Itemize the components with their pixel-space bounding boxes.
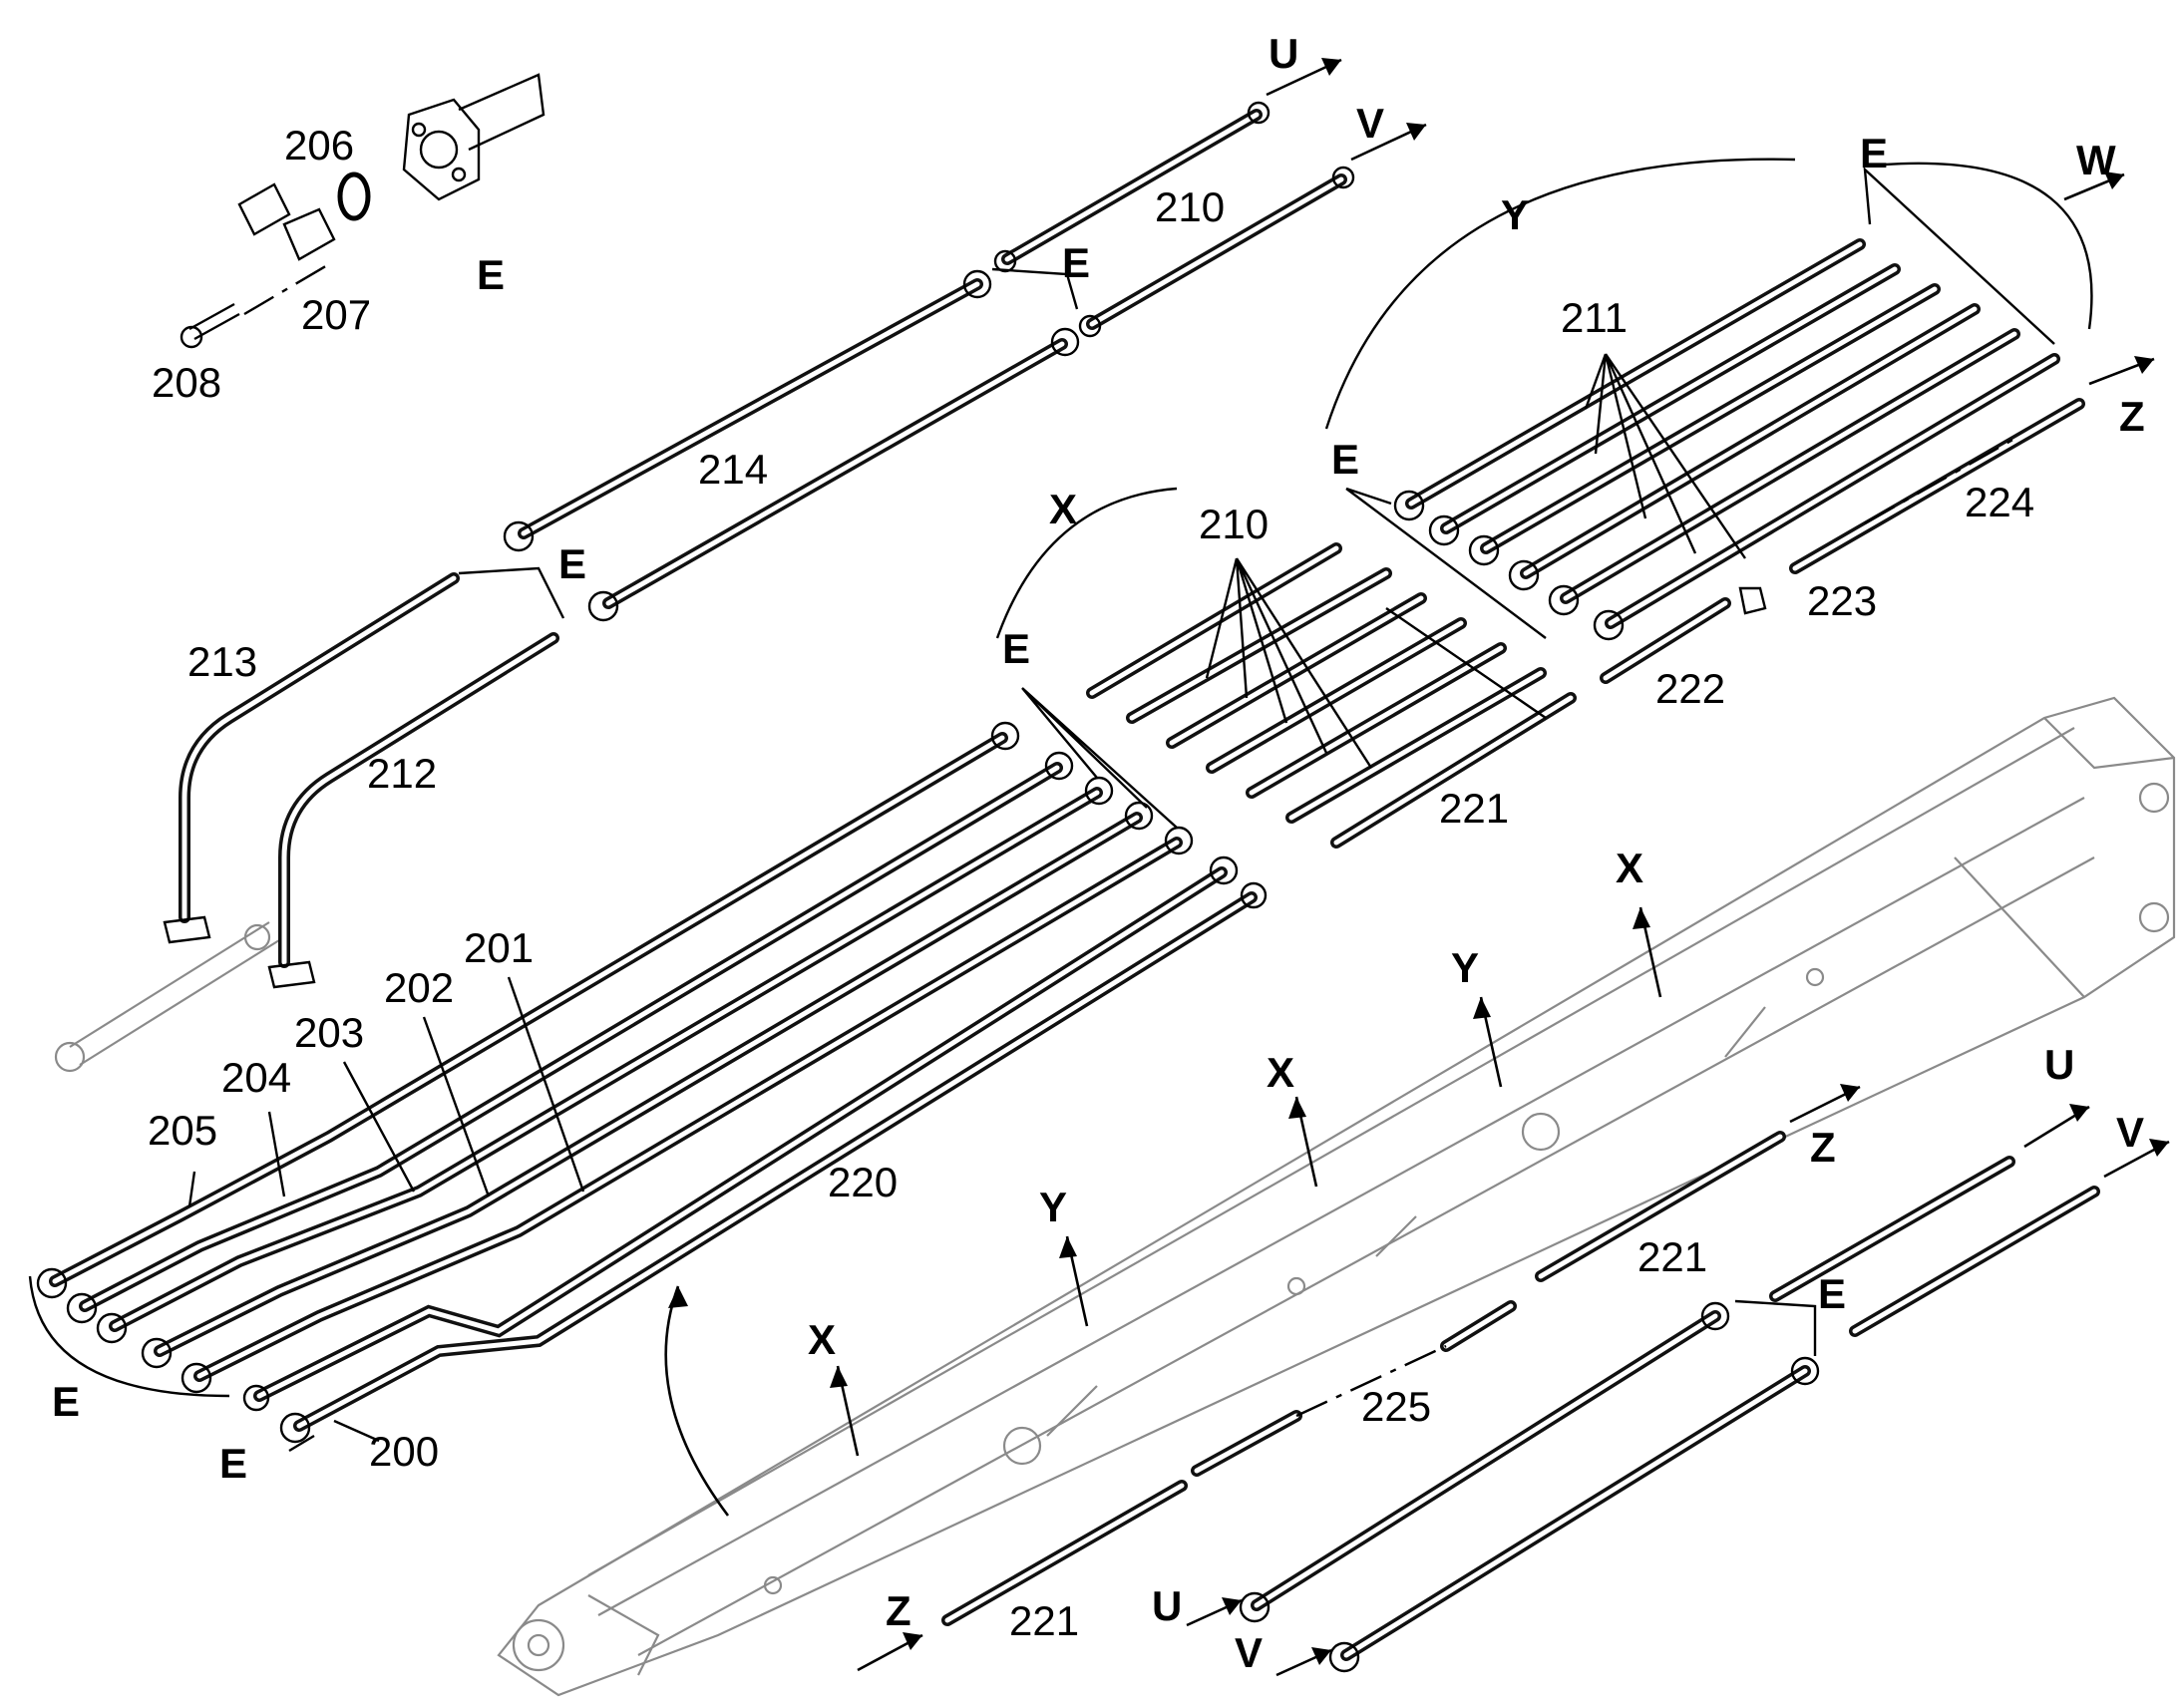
label-208: 208 [152, 359, 221, 406]
pipe-bundle-200-205 [28, 721, 1268, 1444]
label-U-2: U [2044, 1041, 2074, 1088]
label-E-2: E [1062, 239, 1090, 286]
label-207: 207 [301, 291, 371, 338]
label-Y-3: Y [1039, 1184, 1067, 1230]
pipe-213-212 [163, 566, 565, 989]
pipe-group-210-middle [995, 487, 1577, 849]
label-202: 202 [384, 964, 454, 1011]
pipe-group-lower [857, 1084, 2170, 1677]
label-213: 213 [187, 638, 257, 685]
label-221-right: 221 [1637, 1233, 1707, 1280]
label-X-2: X [1616, 845, 1643, 891]
label-205: 205 [148, 1107, 217, 1154]
hydraulic-cylinder [54, 921, 280, 1073]
label-X-4: X [808, 1316, 836, 1363]
label-222: 222 [1655, 665, 1725, 712]
label-212: 212 [367, 750, 437, 797]
label-E-3: E [558, 540, 586, 587]
label-204: 204 [221, 1054, 291, 1101]
label-E-8: E [219, 1440, 247, 1487]
position-arrows [664, 906, 1662, 1517]
label-211: 211 [1561, 294, 1628, 341]
label-Z-3: Z [886, 1587, 911, 1634]
pipe-group-211-y [1324, 158, 2155, 684]
label-206: 206 [284, 122, 354, 169]
label-Z-2: Z [1810, 1124, 1836, 1171]
label-221-mid: 221 [1439, 785, 1509, 832]
label-E-9: E [1818, 1270, 1846, 1317]
label-E-5: E [1331, 436, 1359, 483]
label-Z-1: Z [2119, 393, 2145, 440]
label-E-1: E [477, 251, 505, 298]
pipe-210-top [991, 58, 1427, 338]
label-E-6: E [1860, 130, 1888, 176]
bundle-leaders [187, 687, 1178, 1453]
label-210-top: 210 [1155, 183, 1225, 230]
label-201: 201 [464, 924, 534, 971]
label-221-bottom: 221 [1009, 1597, 1079, 1644]
boom-arm [497, 696, 2176, 1697]
flange-fitting-detail [180, 73, 545, 349]
label-U-3: U [1152, 1582, 1182, 1629]
label-X-3: X [1267, 1049, 1294, 1096]
label-W-1: W [2076, 137, 2116, 183]
label-V-1: V [1356, 100, 1384, 147]
label-E-4: E [1002, 625, 1030, 672]
label-X-1: X [1049, 486, 1077, 532]
label-Y-1: Y [1501, 191, 1529, 238]
label-210-mid: 210 [1199, 501, 1269, 547]
label-V-3: V [1235, 1629, 1263, 1676]
label-V-2: V [2116, 1109, 2144, 1156]
label-203: 203 [294, 1009, 364, 1056]
label-223: 223 [1807, 577, 1877, 624]
label-220: 220 [828, 1159, 898, 1205]
label-U-1: U [1269, 30, 1298, 77]
part-labels: 200 201 202 203 204 205 206 207 208 210 … [52, 30, 2145, 1676]
label-200: 200 [369, 1428, 439, 1475]
label-E-7: E [52, 1378, 80, 1425]
label-225: 225 [1361, 1383, 1431, 1430]
label-Y-2: Y [1451, 944, 1479, 991]
label-224: 224 [1965, 479, 2034, 525]
pipe-214-upper [503, 269, 1080, 622]
label-214: 214 [698, 446, 768, 493]
